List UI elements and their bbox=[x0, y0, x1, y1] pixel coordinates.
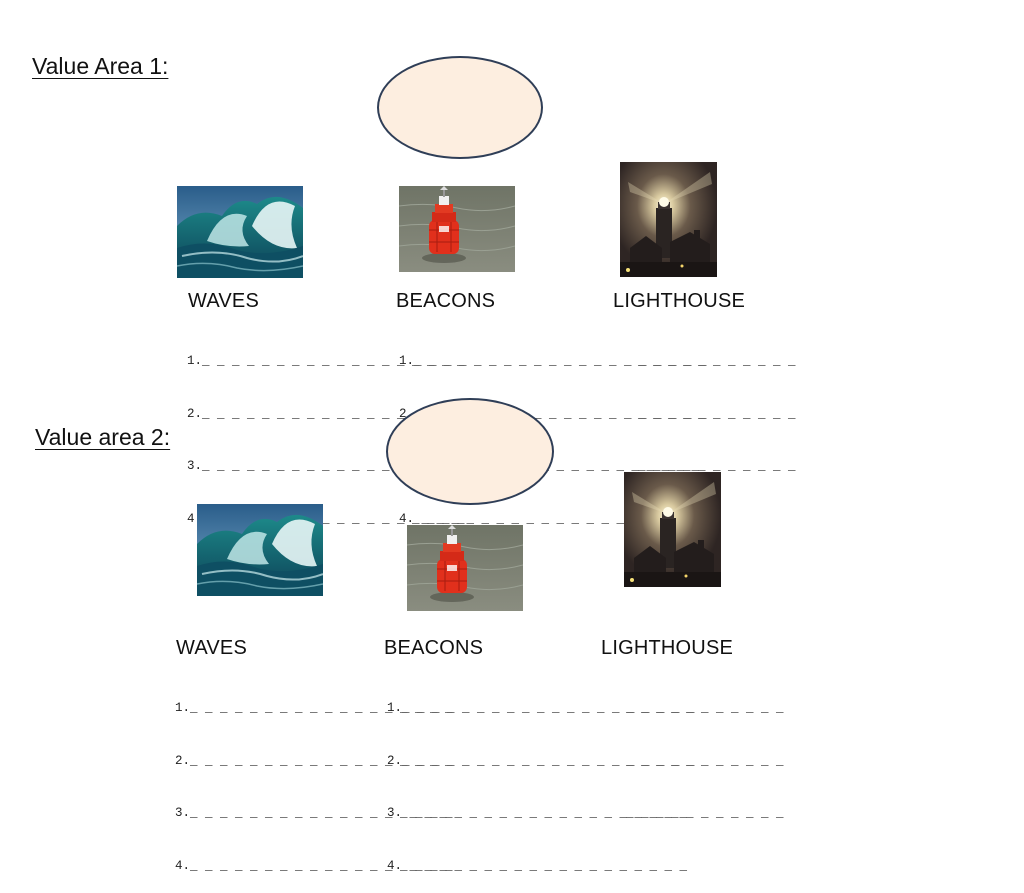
lighthouse-blank-line[interactable]: _ _ _ _ _ _ _ _ _ _ _ bbox=[626, 753, 784, 768]
beacon-icon bbox=[399, 186, 515, 272]
waves-blank-line[interactable]: 1._ _ _ _ _ _ _ _ _ _ _ _ _ _ _ _ _ _ bbox=[175, 701, 453, 715]
waves-photo-1 bbox=[177, 186, 303, 278]
beacons-blank-line[interactable]: 4. _ _ _ _ _ _ _ _ _ _ _ _ _ _ _ _ _ _ _ bbox=[387, 858, 688, 873]
beacons-blank-line[interactable]: 1._ _ _ _ _ _ _ _ _ _ _ _ _ _ _ _ _ _ _ … bbox=[399, 354, 707, 368]
lighthouse-blank-line[interactable]: _ _ _ _ _ _ _ _ _ _ _ bbox=[638, 406, 796, 421]
lighthouse-blanks-2: _ _ _ _ _ _ _ _ _ _ _ _ _ _ _ _ _ _ _ _ … bbox=[626, 665, 784, 840]
waves-header-2: WAVES bbox=[176, 637, 248, 659]
beacon-icon bbox=[407, 525, 523, 611]
waves-header-1: WAVES bbox=[188, 290, 260, 312]
beacons-header-2: BEACONS bbox=[384, 637, 484, 659]
lighthouse-header-1: LIGHTHOUSE bbox=[613, 290, 746, 312]
beacons-header-1: BEACONS bbox=[396, 290, 496, 312]
beacons-blank-line[interactable]: 2._ _ _ _ _ _ _ _ _ _ _ _ _ _ _ _ _ _ _ … bbox=[387, 753, 695, 768]
beacon-photo-1 bbox=[399, 186, 515, 272]
lighthouse-photo-1 bbox=[620, 162, 717, 277]
lighthouse-icon bbox=[624, 472, 721, 587]
lighthouse-blanks-1: _ _ _ _ _ _ _ _ _ _ _ _ _ _ _ _ _ _ _ _ … bbox=[638, 318, 796, 493]
waves-blank-line[interactable]: 2._ _ _ _ _ _ _ _ _ _ _ _ _ _ _ _ _ _ bbox=[175, 753, 453, 768]
waves-icon bbox=[177, 186, 303, 278]
value-area-1-title: Value Area 1: bbox=[32, 53, 169, 79]
value-area-2-title: Value area 2: bbox=[35, 424, 171, 450]
lighthouse-icon bbox=[620, 162, 717, 277]
value-area-1-ellipse bbox=[377, 56, 543, 159]
beacon-photo-2 bbox=[407, 525, 523, 611]
waves-photo-2 bbox=[197, 504, 323, 596]
waves-blank-line[interactable]: 1._ _ _ _ _ _ _ _ _ _ _ _ _ _ _ _ _ _ bbox=[187, 354, 465, 368]
lighthouse-blank-line[interactable]: _ _ _ _ _ _ _ _ _ _ _ bbox=[638, 354, 796, 368]
lighthouse-blank-line[interactable]: _ _ _ _ _ _ _ _ _ _ _ bbox=[626, 806, 784, 820]
lighthouse-photo-2 bbox=[624, 472, 721, 587]
beacons-blank-line[interactable]: 1._ _ _ _ _ _ _ _ _ _ _ _ _ _ _ _ _ _ _ … bbox=[387, 701, 695, 715]
waves-icon bbox=[197, 504, 323, 596]
lighthouse-blank-line[interactable]: _ _ _ _ _ _ _ _ _ _ _ bbox=[626, 701, 784, 715]
lighthouse-header-2: LIGHTHOUSE bbox=[601, 637, 734, 659]
value-area-2-ellipse bbox=[386, 398, 554, 505]
lighthouse-blank-line[interactable]: _ _ _ _ _ _ _ _ _ _ _ bbox=[638, 459, 796, 473]
